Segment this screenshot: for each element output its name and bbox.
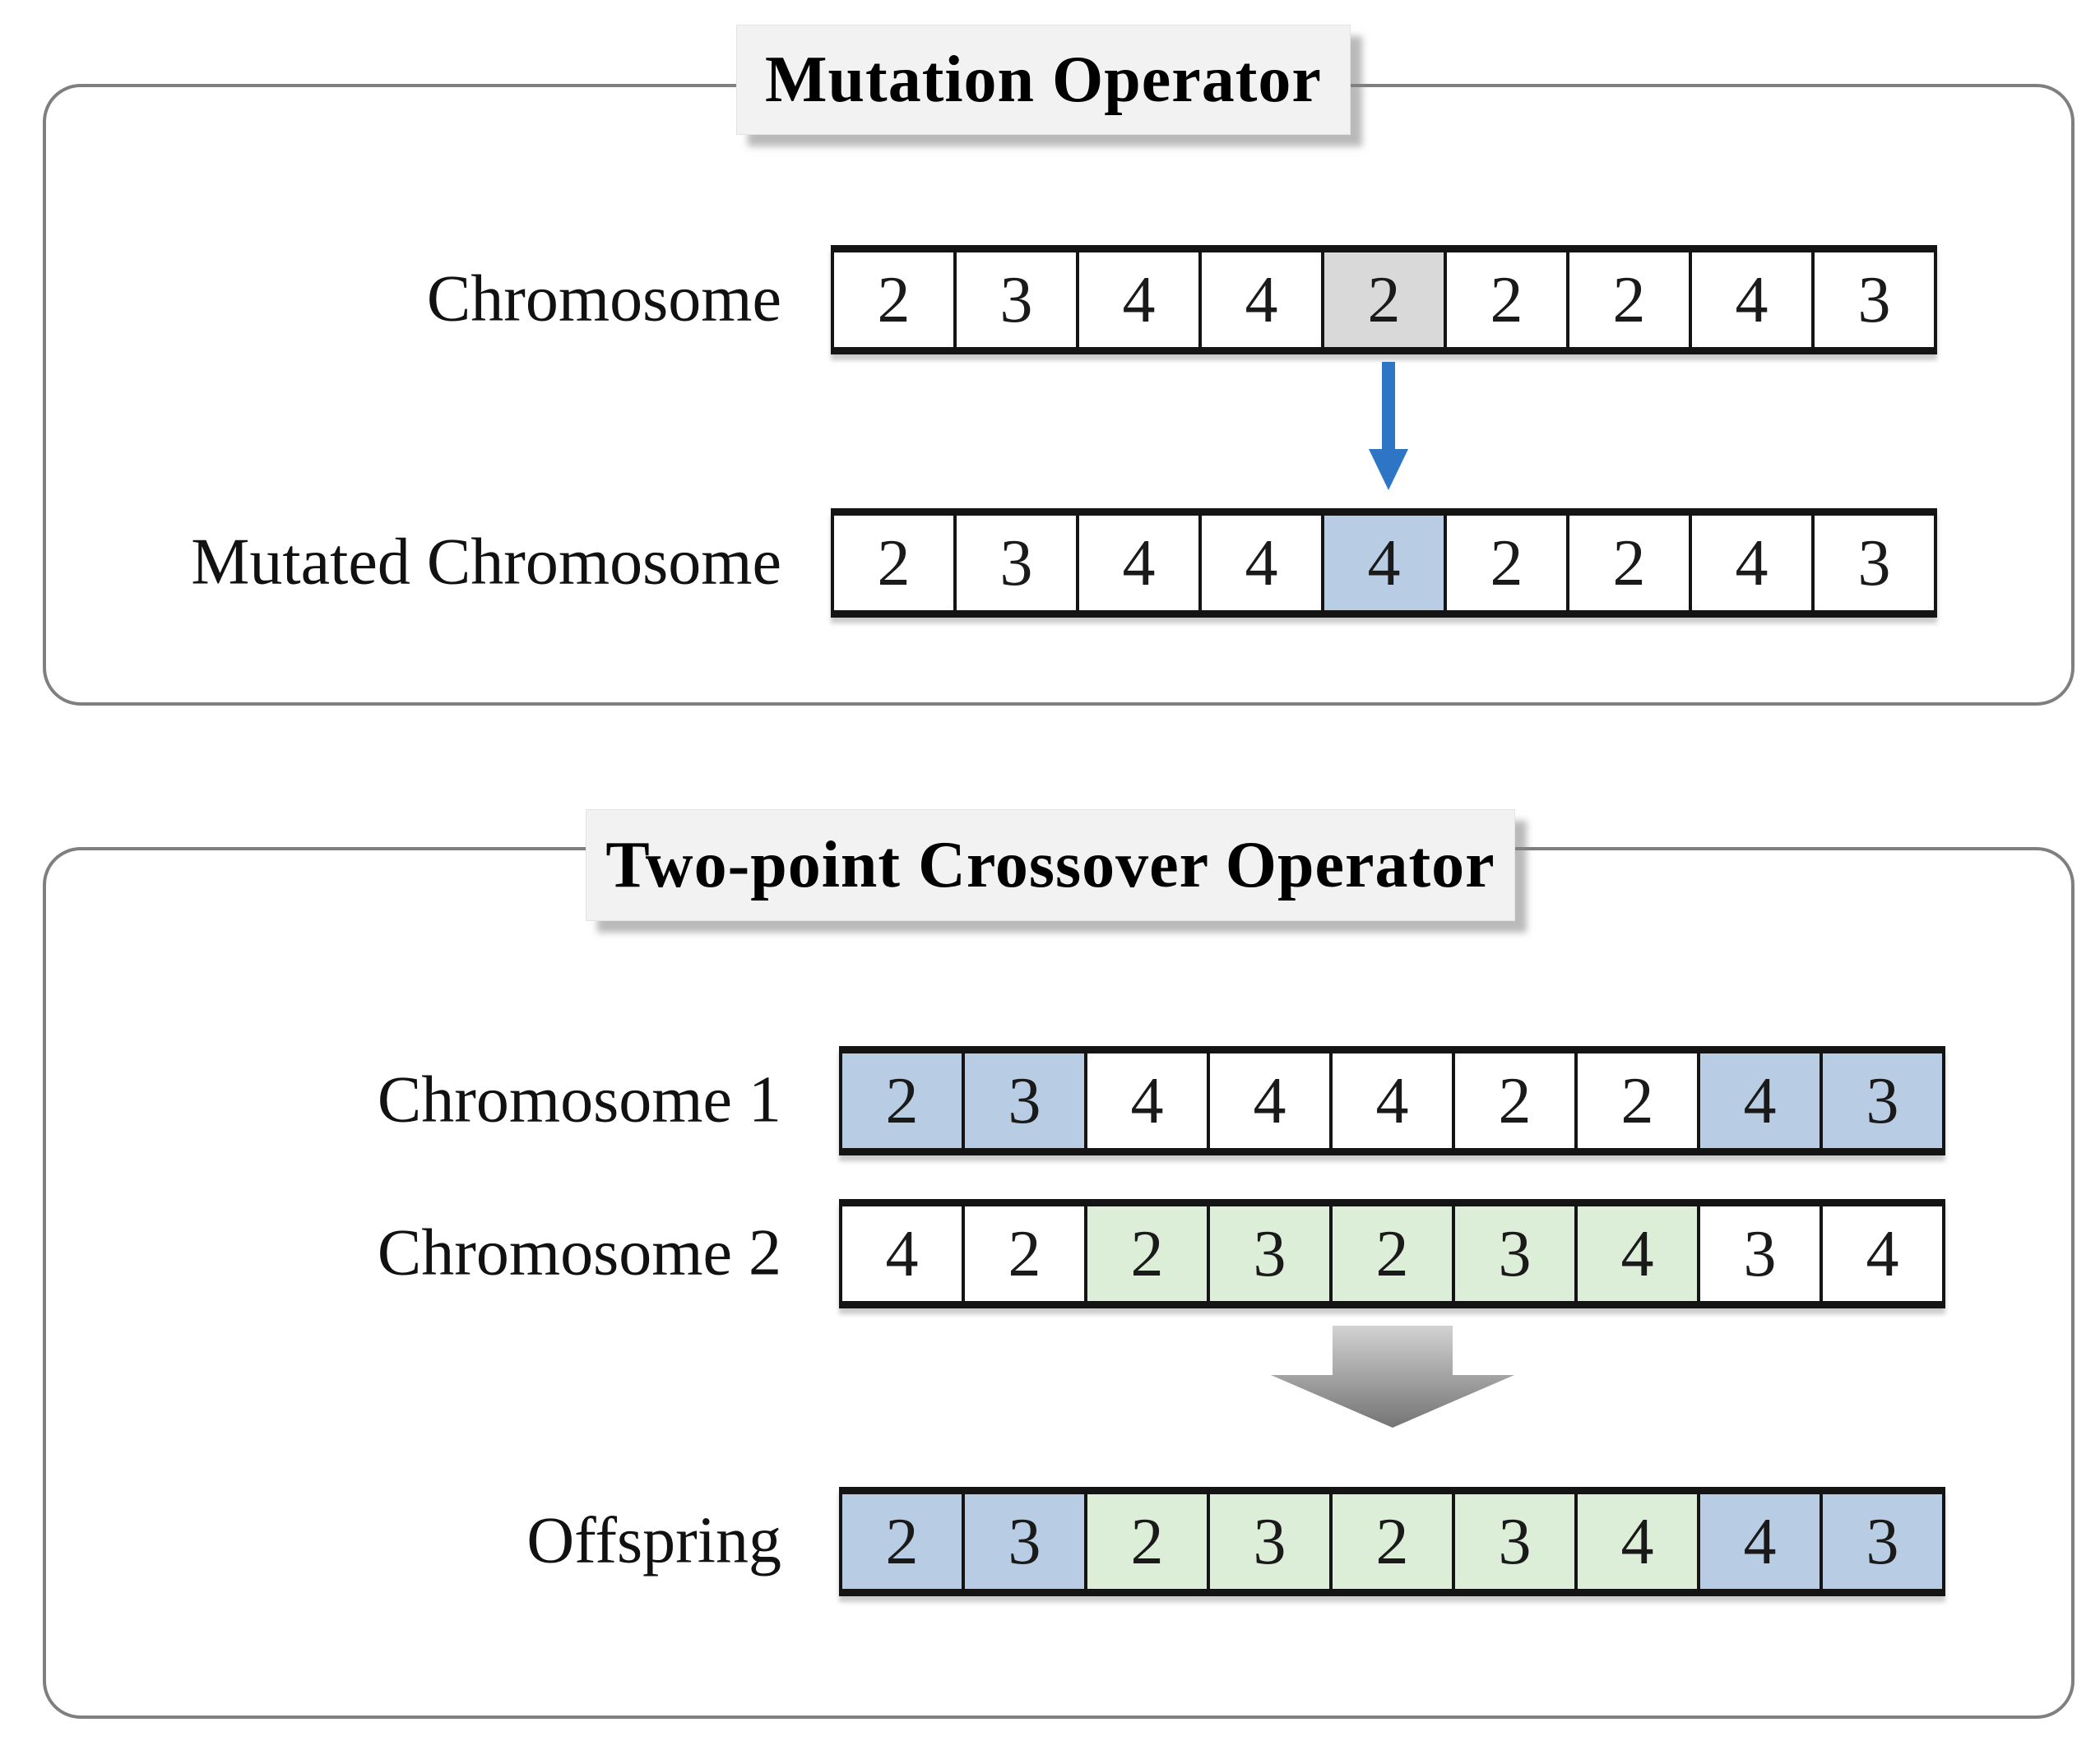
gene-cell: 3 (953, 252, 1076, 347)
gene-cell: 4 (1076, 252, 1198, 347)
chromosome-2-label: Chromosome 2 (377, 1216, 781, 1290)
gene-cell: 3 (953, 516, 1076, 610)
gene-cell: 2 (1444, 516, 1566, 610)
gene-cell: 2 (1084, 1206, 1207, 1301)
gene-cell: 3 (1820, 1053, 1942, 1148)
crossover-operator-title: Two-point Crossover Operator (586, 809, 1515, 921)
chromosome-label: Chromosome (426, 262, 781, 336)
gene-cell: 3 (1452, 1206, 1574, 1301)
gene-cell: 3 (1452, 1494, 1574, 1589)
mutation-operator-title-text: Mutation Operator (765, 43, 1322, 116)
gene-cell: 4 (1574, 1494, 1697, 1589)
offspring-label: Offspring (526, 1504, 781, 1577)
gene-cell: 4 (1697, 1494, 1820, 1589)
gene-cell: 2 (1566, 252, 1689, 347)
gene-cell: 4 (1198, 516, 1321, 610)
gene-cell: 4 (1084, 1053, 1207, 1148)
gene-cell: 4 (1321, 516, 1444, 610)
crossover-operator-title-text: Two-point Crossover Operator (605, 828, 1495, 901)
gene-cell: 3 (1811, 252, 1934, 347)
gene-cell: 4 (1697, 1053, 1820, 1148)
gene-cell: 2 (834, 252, 953, 347)
gene-cell: 2 (962, 1206, 1084, 1301)
gene-cell: 2 (834, 516, 953, 610)
mutation-down-arrow-icon (1369, 362, 1408, 490)
gene-cell: 3 (1820, 1494, 1942, 1589)
gene-cell: 4 (1076, 516, 1198, 610)
gene-cell: 4 (1329, 1053, 1452, 1148)
gene-cell: 4 (1198, 252, 1321, 347)
gene-cell: 2 (1444, 252, 1566, 347)
gene-cell: 3 (1811, 516, 1934, 610)
gene-cell: 2 (842, 1494, 962, 1589)
gene-cell: 4 (1207, 1053, 1329, 1148)
gene-cell: 2 (842, 1053, 962, 1148)
mutated-chromosome-label: Mutated Chromosome (191, 526, 781, 599)
gene-cell: 4 (1574, 1206, 1697, 1301)
gene-cell: 2 (1574, 1053, 1697, 1148)
gene-cell: 2 (1452, 1053, 1574, 1148)
gene-cell: 4 (1689, 516, 1811, 610)
gene-cell: 2 (1329, 1206, 1452, 1301)
gene-cell: 3 (962, 1494, 1084, 1589)
gene-cell: 3 (1207, 1206, 1329, 1301)
gene-cell: 2 (1321, 252, 1444, 347)
chromosome-1-label: Chromosome 1 (377, 1063, 781, 1137)
gene-cell: 4 (1689, 252, 1811, 347)
gene-cell: 3 (1697, 1206, 1820, 1301)
gene-cell: 2 (1084, 1494, 1207, 1589)
mutation-operator-title: Mutation Operator (736, 25, 1351, 135)
gene-cell: 2 (1329, 1494, 1452, 1589)
crossover-down-arrow-icon (1271, 1326, 1514, 1428)
gene-cell: 3 (962, 1053, 1084, 1148)
gene-cell: 2 (1566, 516, 1689, 610)
gene-cell: 4 (842, 1206, 962, 1301)
gene-cell: 3 (1207, 1494, 1329, 1589)
gene-cell: 4 (1820, 1206, 1942, 1301)
